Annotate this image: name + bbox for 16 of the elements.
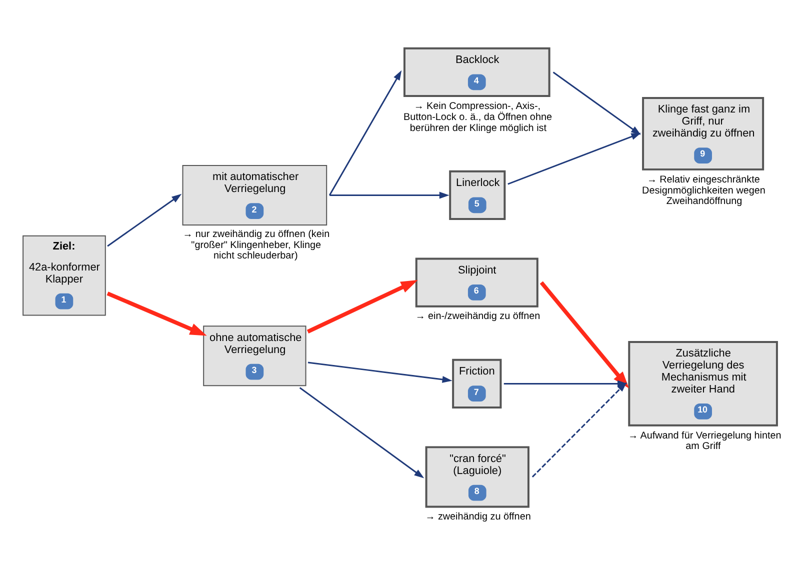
- arrow: [308, 361, 452, 382]
- node-label: → Aufwand für Verriegelung hinten am Griff: [628, 430, 782, 452]
- arrow: [299, 386, 424, 478]
- arrow: [306, 279, 418, 333]
- node-label: → ein-/zweihändig zu öffnen: [415, 310, 540, 322]
- arrow: [106, 291, 207, 336]
- node-label: → nur zweihändig zu öffnen (kein "großer" Klingenheber, Klinge nicht schleuderbar): [182, 228, 330, 262]
- node-label: → Kein Compression-, Axis-, Button-Lock o. ä., da Öffnen ohne berühren der Klinge möglich ist: [403, 100, 552, 134]
- arrow: [107, 193, 182, 246]
- node-label: → zweihändig zu öffnen: [425, 511, 531, 522]
- arrow: [532, 382, 627, 477]
- arrow: [328, 70, 402, 196]
- node-label: → Relativ eingeschränkte Designmöglichkeiten wegen Zweihandöffnung: [642, 174, 766, 207]
- arrow: [552, 71, 641, 135]
- arrow: [330, 191, 450, 198]
- arrow: [508, 132, 642, 184]
